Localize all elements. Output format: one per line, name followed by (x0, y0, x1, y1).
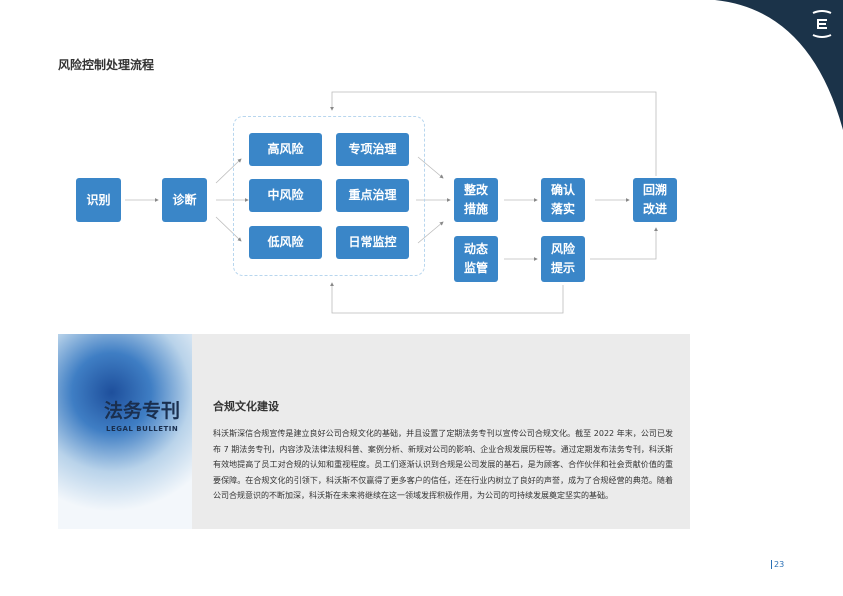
label: 动态 (463, 242, 488, 256)
label: 确认 (550, 183, 575, 197)
flow-rectify: 整改措施 (454, 178, 498, 222)
flow-daily: 日常监控 (336, 226, 409, 259)
flow-confirm: 确认落实 (541, 178, 585, 222)
label: 风险 (550, 242, 575, 256)
section-body: 科沃斯深信合规宣传是建立良好公司合规文化的基础，并且设置了定期法务专刊以宣传公司… (213, 429, 673, 500)
risk-level-group (233, 116, 425, 276)
flow-alert: 风险提示 (541, 236, 585, 282)
flow-monitor: 动态监管 (454, 236, 498, 282)
flow-low-risk: 低风险 (249, 226, 322, 259)
legal-bulletin-image: 法务专刊 LEGAL BULLETIN (58, 334, 192, 529)
flow-mid-risk: 中风险 (249, 179, 322, 212)
label: 落实 (550, 202, 575, 216)
flow-identify: 识别 (76, 178, 121, 222)
label: 措施 (463, 202, 488, 216)
flow-special: 专项治理 (336, 133, 409, 166)
label: 监管 (463, 261, 488, 275)
page-title: 风险控制处理流程 (58, 58, 155, 72)
label: 回溯 (642, 183, 667, 197)
flow-review: 回溯改进 (633, 178, 677, 222)
flow-diagnose: 诊断 (162, 178, 207, 222)
page-number: 23 (771, 560, 785, 569)
bulletin-subtitle: LEGAL BULLETIN (106, 425, 179, 433)
label: 整改 (463, 183, 488, 197)
label: 改进 (642, 202, 667, 216)
e-logo-icon (812, 10, 832, 38)
label: 提示 (550, 261, 575, 275)
flow-high-risk: 高风险 (249, 133, 322, 166)
corner-decoration (715, 0, 843, 130)
flow-connectors (125, 91, 658, 314)
section-heading: 合规文化建设 (213, 400, 279, 413)
page-number-text: 23 (771, 560, 785, 569)
flow-key: 重点治理 (336, 179, 409, 212)
bulletin-title: 法务专刊 (104, 400, 181, 422)
